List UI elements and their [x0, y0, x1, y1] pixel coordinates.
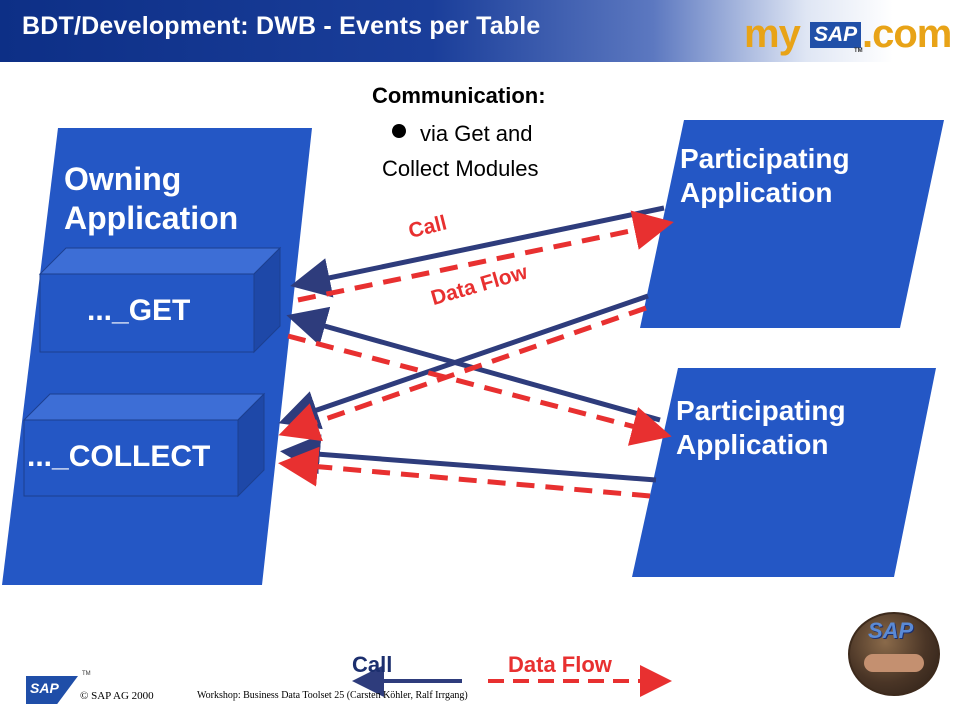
- logo-my-text: my: [744, 12, 801, 56]
- collect-module-box: [22, 392, 266, 498]
- participating-application-2-label: Participating Application: [676, 394, 846, 462]
- communication-line-1: via Get and: [420, 121, 533, 146]
- owning-application-line-1: Owning: [64, 161, 182, 197]
- communication-title: Communication:: [372, 83, 546, 108]
- participating-application-1-label: Participating Application: [680, 142, 850, 210]
- participating-application-1-shape: [640, 120, 944, 328]
- footer-copyright: © SAP AG 2000: [80, 690, 154, 702]
- get-module-box: [38, 246, 282, 354]
- bullet-dot-icon: [392, 124, 406, 138]
- data-flow-part2-to-collect: [278, 446, 651, 499]
- badge-sap-text: SAP: [868, 618, 914, 643]
- participating-application-1-line-1: Participating: [680, 143, 850, 174]
- communication-line-2: Collect Modules: [382, 156, 539, 181]
- participating-application-2-shape: [632, 368, 936, 577]
- call-arrow-part1-to-collect: [278, 293, 649, 430]
- sap-handshake-badge-icon: SAP: [848, 612, 940, 696]
- slide-title: BDT/Development: DWB - Events per Table: [22, 12, 541, 40]
- owning-application-line-2: Application: [64, 200, 239, 237]
- participating-application-1-line-2: Application: [680, 177, 833, 209]
- sap-footer-logo-text: SAP: [30, 680, 59, 696]
- footer-workshop-text: Workshop: Business Data Toolset 25 (Cars…: [197, 690, 468, 701]
- call-arrow-part2-to-get: [286, 306, 661, 423]
- data-flow-get-to-part2: [287, 333, 672, 446]
- footer-tm-text: TM: [82, 671, 91, 677]
- header-bar: BDT/Development: DWB - Events per Table: [0, 0, 960, 62]
- collect-module-label: ..._COLLECT: [27, 440, 211, 473]
- call-arrow-part1-to-get: [290, 205, 665, 298]
- logo-sap-text: SAP: [810, 22, 862, 48]
- legend-data-flow-label: Data Flow: [508, 652, 612, 677]
- mysap-logo: my SAP TM .com: [744, 12, 952, 58]
- call-arrow-part2-to-collect: [280, 434, 657, 483]
- data-flow-part1-to-collect: [278, 305, 647, 442]
- handshake-icon: [864, 654, 924, 672]
- legend-call-label: Call: [352, 652, 393, 677]
- get-module-label: ..._GET: [87, 294, 191, 327]
- logo-tm-text: TM: [854, 48, 863, 54]
- logo-com-text: .com: [862, 12, 952, 56]
- owning-application-label: Owning Application: [64, 160, 238, 238]
- data-flow-get-to-part1: [297, 210, 674, 303]
- participating-application-2-line-2: Application: [676, 429, 829, 461]
- participating-application-2-line-1: Participating: [676, 395, 846, 426]
